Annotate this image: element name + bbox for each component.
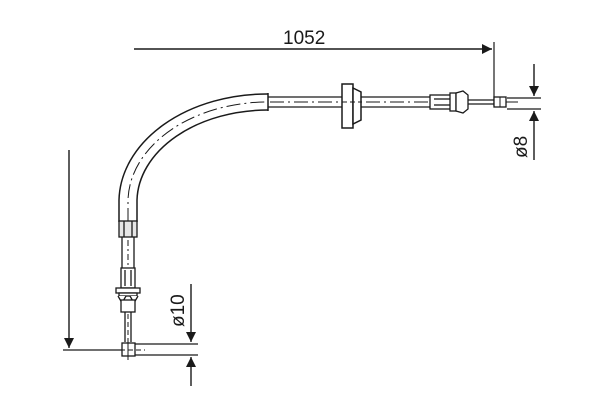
vertical-extent-dimension: [63, 150, 122, 351]
right-end-fitting: [429, 90, 518, 114]
length-dimension: 1052: [134, 28, 495, 106]
diameter-left-dimension: ø10: [135, 284, 198, 386]
grommet: [341, 83, 362, 129]
cable-sheath: [118, 93, 269, 222]
diameter-left-label: ø10: [168, 294, 189, 327]
left-end-fitting: [115, 220, 145, 360]
diameter-right-dimension: ø8: [507, 64, 541, 160]
diameter-right-label: ø8: [511, 136, 532, 158]
length-label: 1052: [283, 28, 325, 49]
